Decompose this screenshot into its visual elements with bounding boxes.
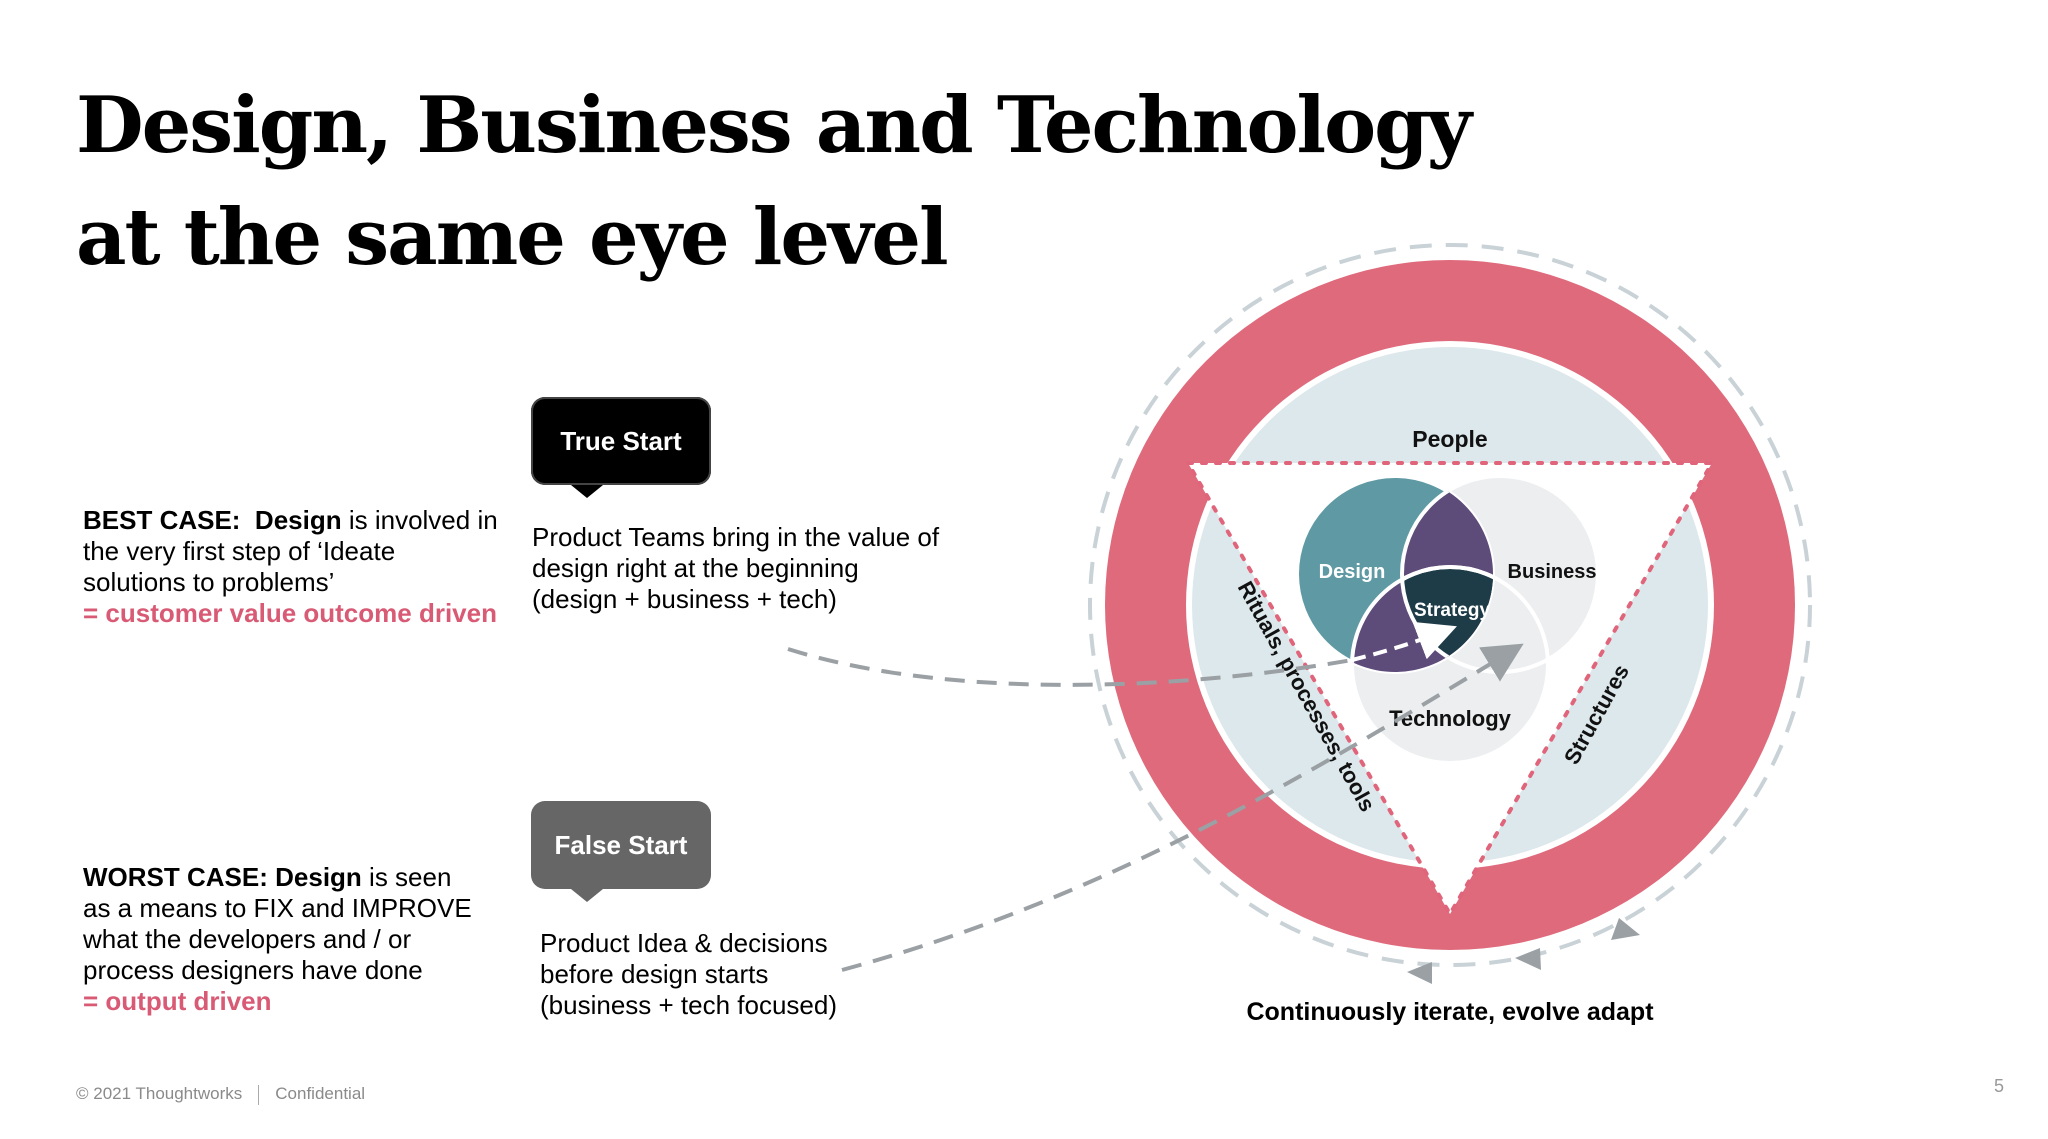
slide-title: Design, Business and Technology at the s… <box>76 70 1472 294</box>
page-number-value: 5 <box>1994 1076 2005 1096</box>
false-start-line-3: (business + tech focused) <box>540 990 837 1020</box>
technology-label: Technology <box>1389 706 1512 731</box>
slide-title-line-1: Design, Business and Technology <box>76 80 1472 171</box>
triangle-dotted-edge <box>1184 461 1716 918</box>
best-case-subject: Design <box>254 505 342 535</box>
true-start-badge: True Start <box>531 397 711 498</box>
best-case-text: BEST CASE: Design is involved in the ver… <box>83 505 498 629</box>
best-case-text-3: solutions to problems’ <box>83 567 335 597</box>
cycle-arrowhead-1 <box>1611 918 1640 940</box>
true-start-description: Product Teams bring in the value of desi… <box>532 522 939 615</box>
cycle-arrowhead-2 <box>1515 948 1541 970</box>
footer-confidential: Confidential <box>275 1084 366 1103</box>
footer: © 2021 Thoughtworks Confidential <box>76 1084 365 1105</box>
true-start-line-2: design right at the beginning <box>532 553 859 583</box>
worst-case-text-2: as a means to FIX and IMPROVE <box>83 893 472 923</box>
false-start-line-1: Product Idea & decisions <box>540 928 828 958</box>
worst-case-prefix: WORST CASE: <box>83 862 268 892</box>
false-start-badge: False Start <box>531 801 711 902</box>
best-case-prefix: BEST CASE: <box>83 505 241 535</box>
worst-case-subject: Design <box>275 862 362 892</box>
cycle-arrowhead-3 <box>1407 962 1432 984</box>
true-start-connector <box>787 647 1353 687</box>
false-start-line-2: before design starts <box>540 959 769 989</box>
best-case-text-2: the very first step of ‘Ideate <box>83 536 396 566</box>
footer-separator <box>258 1084 260 1105</box>
false-start-label: False Start <box>554 829 688 860</box>
design-label: Design <box>1319 561 1386 583</box>
worst-case-text-4: process designers have done <box>83 955 423 985</box>
business-label: Business <box>1508 561 1597 583</box>
slide-title-line-2: at the same eye level <box>76 192 949 283</box>
footer-copyright: © 2021 Thoughtworks <box>76 1084 243 1103</box>
true-start-inner-arrow <box>1351 621 1457 662</box>
page-number: 5 <box>1994 1076 2005 1096</box>
outer-dashed-circle <box>1088 243 1812 967</box>
worst-case-text-1: is seen <box>361 862 452 892</box>
worst-case-text-3: what the developers and / or <box>83 924 412 954</box>
true-start-label: True Start <box>560 425 682 456</box>
cycle-caption: Continuously iterate, evolve adapt <box>1246 998 1654 1026</box>
false-start-connector <box>841 643 1524 972</box>
people-label: People <box>1412 426 1487 452</box>
worst-case-text: WORST CASE: Design is seen as a means to… <box>83 862 472 1017</box>
true-start-line-3: (design + business + tech) <box>532 584 837 614</box>
worst-case-outcome: = output driven <box>83 986 272 1016</box>
best-case-text-1: is involved in <box>341 505 498 535</box>
strategy-label: Strategy <box>1414 600 1490 621</box>
true-start-line-1: Product Teams bring in the value of <box>532 522 940 552</box>
false-start-description: Product Idea & decisions before design s… <box>540 928 837 1021</box>
best-case-outcome: = customer value outcome driven <box>83 598 497 628</box>
